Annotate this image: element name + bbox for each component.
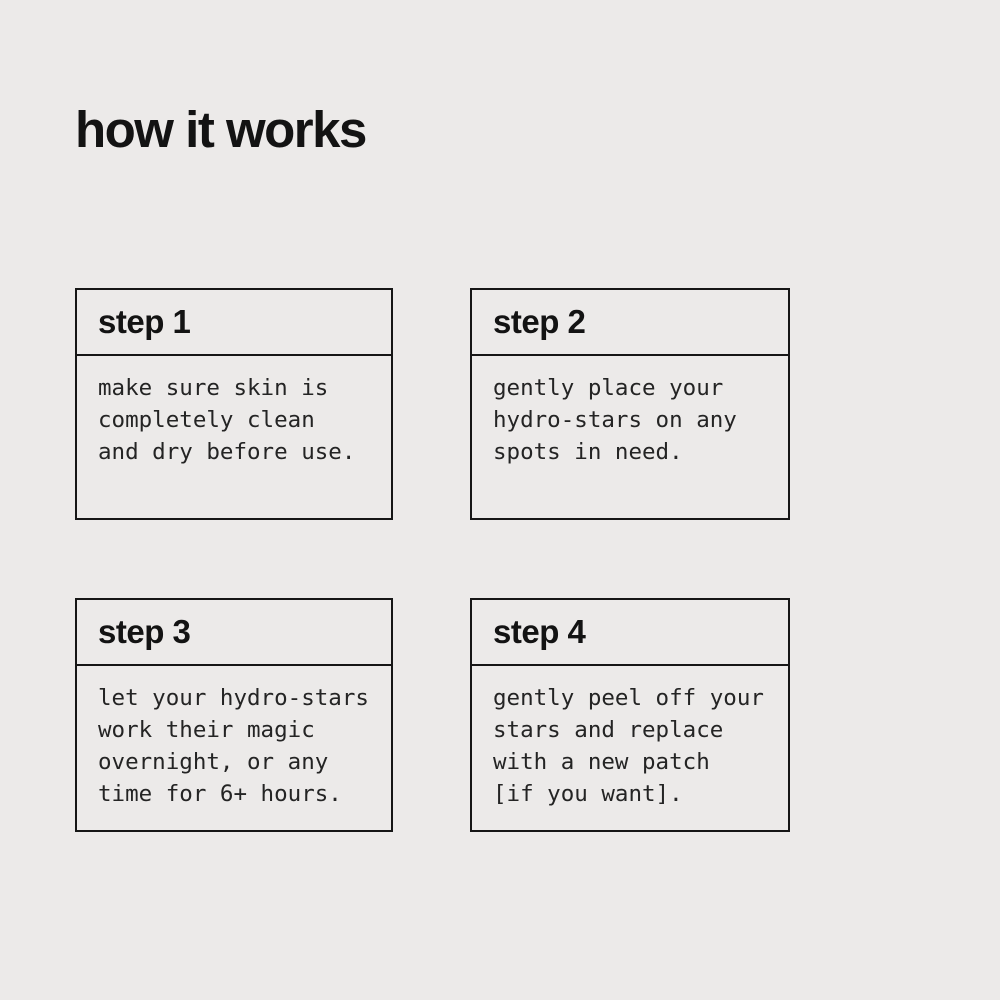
step-card-header: step 2 bbox=[472, 290, 788, 356]
step-card-header: step 3 bbox=[77, 600, 391, 666]
step-card-header: step 1 bbox=[77, 290, 391, 356]
step-card-3: step 3 let your hydro-stars work their m… bbox=[75, 598, 393, 832]
step-body: gently place your hydro-stars on any spo… bbox=[493, 375, 737, 465]
step-card-4: step 4 gently peel off your stars and re… bbox=[470, 598, 790, 832]
page-title: how it works bbox=[75, 101, 367, 158]
step-body: make sure skin is completely clean and d… bbox=[98, 375, 356, 465]
step-card-2: step 2 gently place your hydro-stars on … bbox=[470, 288, 790, 520]
step-body: gently peel off your stars and replace w… bbox=[493, 685, 764, 807]
step-label: step 2 bbox=[493, 303, 586, 340]
step-label: step 1 bbox=[98, 303, 191, 340]
step-card-1: step 1 make sure skin is completely clea… bbox=[75, 288, 393, 520]
step-body: let your hydro-stars work their magic ov… bbox=[98, 685, 369, 807]
step-card-header: step 4 bbox=[472, 600, 788, 666]
step-label: step 3 bbox=[98, 613, 191, 650]
step-label: step 4 bbox=[493, 613, 586, 650]
